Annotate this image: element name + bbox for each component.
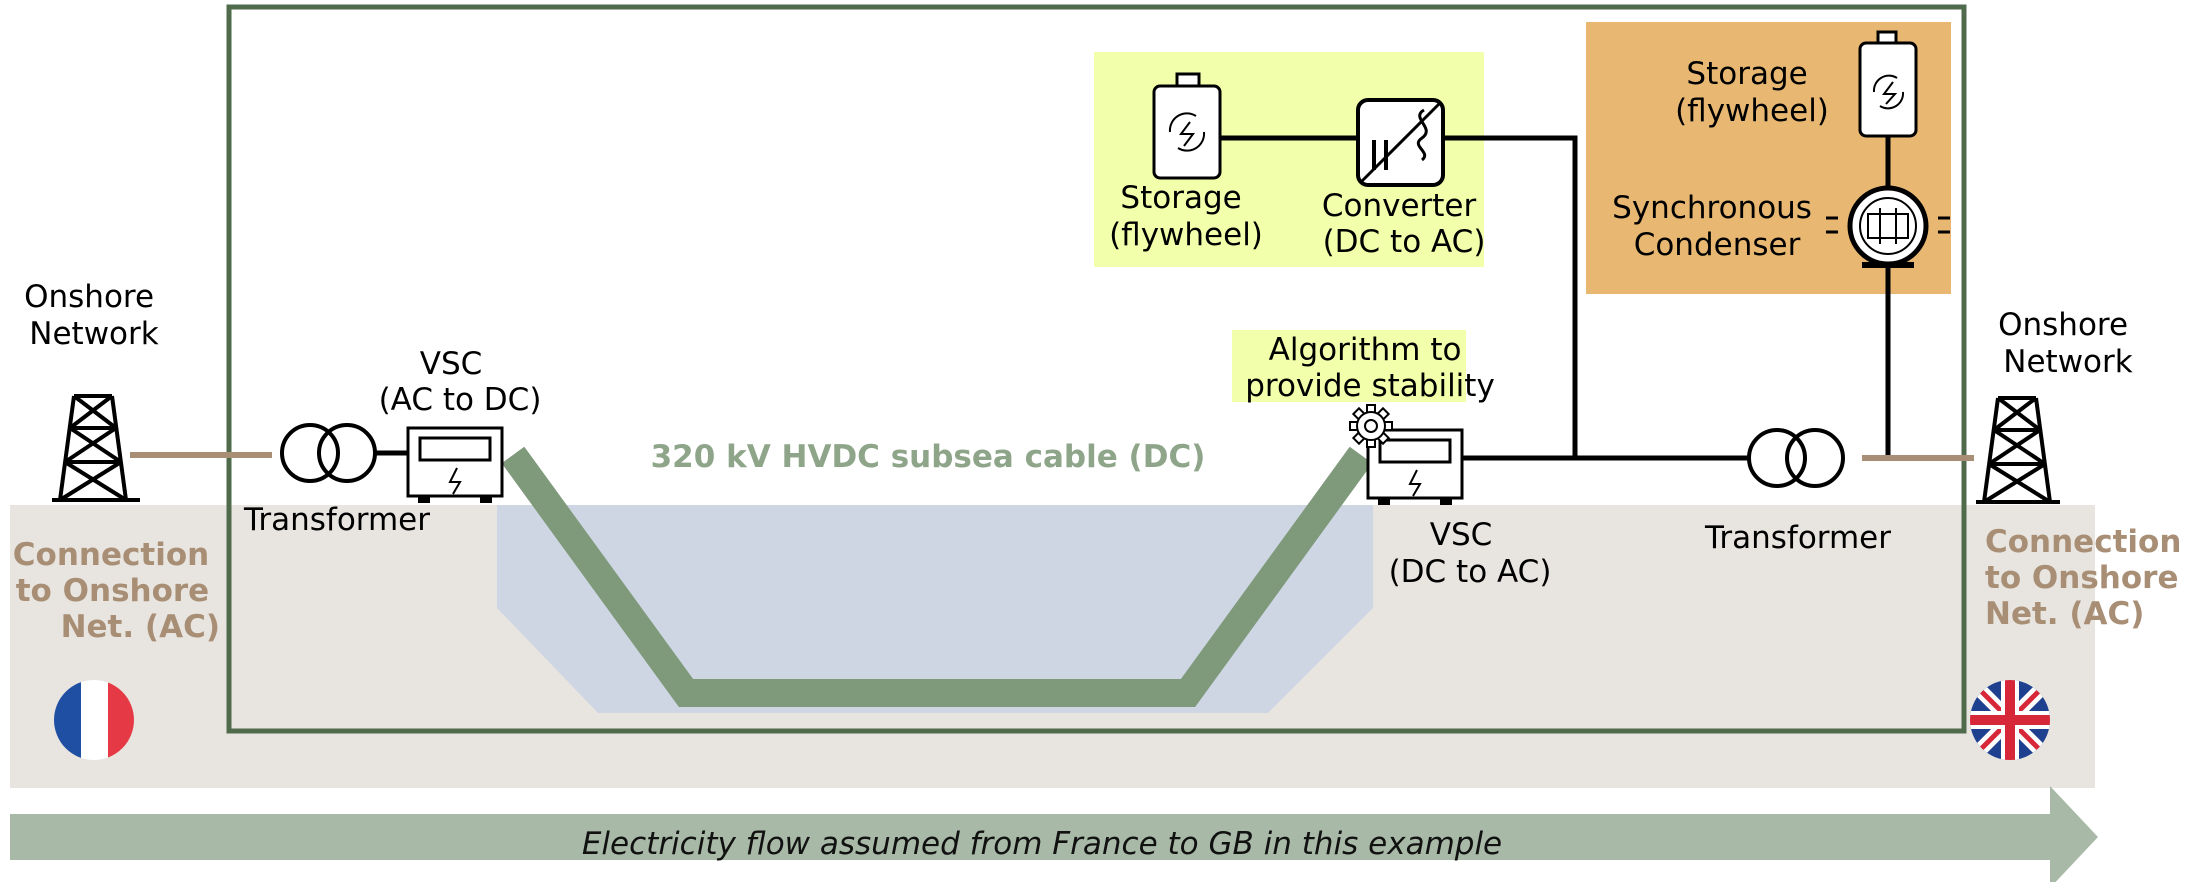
synchronous-condenser-label: Synchronous Condenser <box>1612 190 1822 263</box>
transformer-label-left: Transformer <box>243 502 430 538</box>
converter-feeder-line <box>1443 135 1578 458</box>
electricity-flow-caption: Electricity flow assumed from France to … <box>582 826 1502 862</box>
dc-ac-converter-icon <box>1356 98 1445 187</box>
algorithm-label: Algorithm to provide stability <box>1245 332 1495 404</box>
hvdc-subsea-cable <box>501 446 1373 707</box>
transmission-tower-icon <box>52 394 140 502</box>
storage-label-right: Storage (flywheel) <box>1675 56 1829 129</box>
sea-area <box>497 505 1373 713</box>
connection-label-left: Connection to Onshore Net. (AC) <box>13 537 220 645</box>
vsc-label-right: VSC (DC to AC) <box>1389 517 1552 590</box>
electricity-flow-arrow <box>10 786 2098 882</box>
flywheel-storage-icon <box>1858 30 1918 138</box>
gear-icon <box>1349 404 1393 448</box>
uk-flag-icon <box>1970 680 2050 760</box>
algorithm-highlight <box>1232 330 1466 402</box>
transformer-icon <box>1747 428 1845 488</box>
transmission-tower-icon <box>1976 396 2060 504</box>
connection-label-right: Connection to Onshore Net. (AC) <box>1985 524 2192 632</box>
converter-label: Converter (DC to AC) <box>1322 188 1486 260</box>
vsc-label-left: VSC (AC to DC) <box>379 346 542 418</box>
hvdc-cable-label: 320 kV HVDC subsea cable (DC) <box>651 439 1206 475</box>
synchronous-condenser-icon <box>1826 185 1950 268</box>
interconnector-frame <box>226 4 1967 734</box>
storage-label-left: Storage (flywheel) <box>1109 180 1263 253</box>
onshore-network-label-right: Onshore Network <box>1998 307 2138 380</box>
flywheel-storage-icon <box>1152 72 1222 180</box>
transformer-icon <box>280 423 377 483</box>
onshore-network-label-left: Onshore Network <box>24 279 164 352</box>
transformer-label-right: Transformer <box>1704 520 1891 556</box>
vsc-converter-icon <box>406 426 504 503</box>
